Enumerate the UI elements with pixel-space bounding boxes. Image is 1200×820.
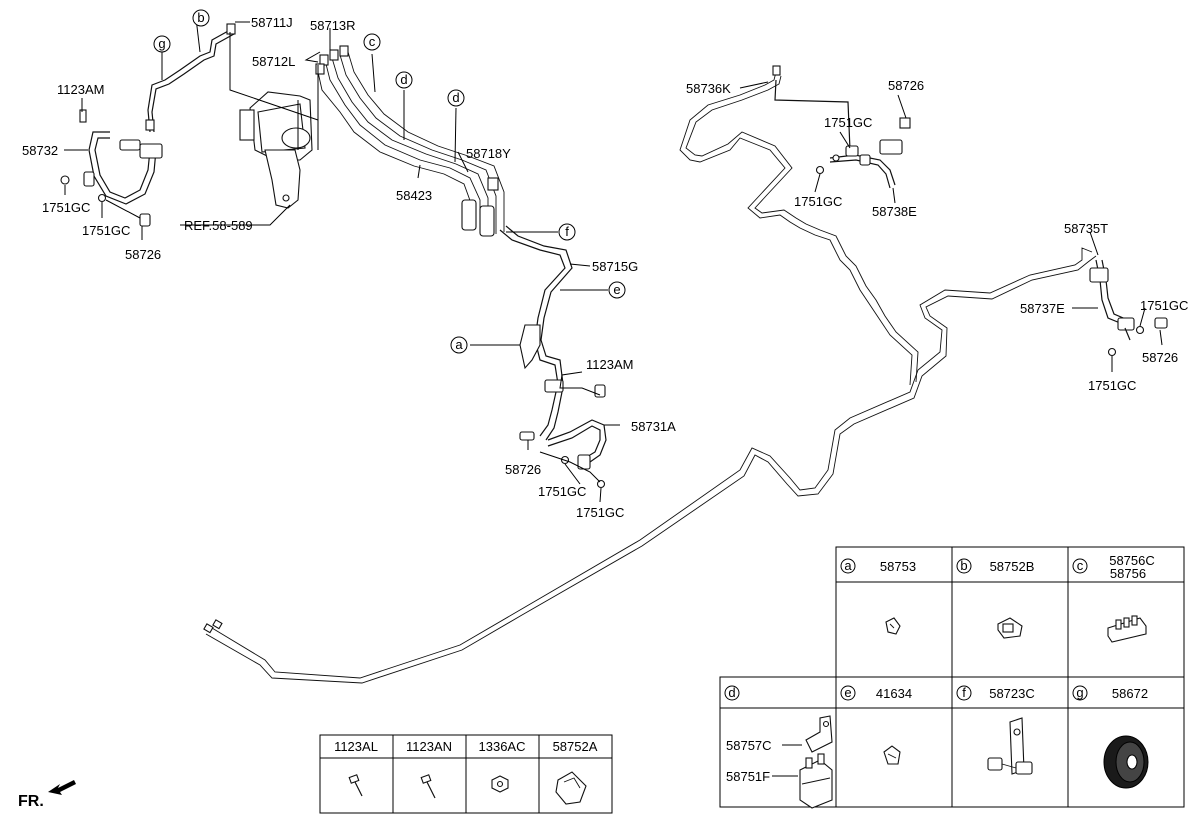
- label-58732: 58732: [22, 143, 58, 158]
- callout-b: b: [197, 10, 204, 25]
- label-58726-a: 58726: [125, 247, 161, 262]
- legend-letter-g: g: [1076, 685, 1083, 700]
- bolt-icon: [348, 774, 363, 797]
- label-58736K: 58736K: [686, 81, 731, 96]
- callout-g: g: [158, 36, 165, 51]
- label-1751GC-c: 1751GC: [538, 484, 586, 499]
- rear-right-line: [1089, 259, 1168, 357]
- label-58726-b: 58726: [505, 462, 541, 477]
- label-58715G: 58715G: [592, 259, 638, 274]
- label-58726-c: 58726: [888, 78, 924, 93]
- fastener-header-1123AL: 1123AL: [334, 739, 378, 754]
- label-58726-d: 58726: [1142, 350, 1178, 365]
- label-ref-58-589: REF.58-589: [184, 218, 253, 233]
- clip-58756C-icon: [1107, 615, 1147, 643]
- label-1751GC-e: 1751GC: [824, 115, 872, 130]
- legend-part-41634: 41634: [876, 686, 912, 701]
- label-1123AM-front-left: 1123AM: [57, 82, 104, 97]
- part-labels: 58711J 58713R 58712L 1123AM 58732 1751GC…: [22, 15, 1188, 520]
- legend-letter-d: d: [728, 685, 735, 700]
- clip-58753-icon: [885, 617, 901, 635]
- label-58712L: 58712L: [252, 54, 295, 69]
- clip-41634-icon: [883, 745, 901, 765]
- label-58731A: 58731A: [631, 419, 676, 434]
- legend-letter-c: c: [1077, 558, 1084, 573]
- legend-part-58756C: 58756C: [1109, 553, 1155, 568]
- label-58711J: 58711J: [251, 15, 293, 30]
- callout-a: a: [455, 337, 463, 352]
- label-1751GC-h: 1751GC: [1088, 378, 1136, 393]
- bolt-icon: [420, 774, 436, 799]
- label-58718Y: 58718Y: [466, 146, 511, 161]
- clip-58751F-icon: [799, 753, 833, 809]
- front-left-hose: [60, 109, 163, 227]
- legend-letter-f: f: [962, 685, 966, 700]
- legend-part-58752B: 58752B: [990, 559, 1035, 574]
- clip-58752B-icon: [997, 617, 1023, 639]
- abs-line-bundle: [315, 45, 505, 237]
- label-58423: 58423: [396, 188, 432, 203]
- fitting-58723C-icon: [987, 717, 1033, 775]
- callout-f: f: [565, 224, 569, 239]
- legend-letter-a: a: [844, 558, 852, 573]
- legend-part-58723C: 58723C: [989, 686, 1035, 701]
- label-1751GC-b: 1751GC: [82, 223, 130, 238]
- fastener-header-1123AN: 1123AN: [406, 739, 452, 754]
- legend-letter-b: b: [960, 558, 967, 573]
- legend-part-58757C: 58757C: [726, 738, 772, 753]
- callout-markers: b g c d d f e a: [153, 9, 626, 354]
- label-58737E: 58737E: [1020, 301, 1065, 316]
- legend-part-58753: 58753: [880, 559, 916, 574]
- front-direction-indicator: FR.: [18, 780, 76, 810]
- clip-icon: [555, 771, 587, 805]
- fastener-header-1336AC: 1336AC: [479, 739, 526, 754]
- bracket-58757C-icon: [805, 715, 833, 753]
- front-right-line: [499, 225, 573, 393]
- label-1751GC-a: 1751GC: [42, 200, 90, 215]
- label-58713R: 58713R: [310, 18, 356, 33]
- label-58735T: 58735T: [1064, 221, 1108, 236]
- fastener-header-58752A: 58752A: [553, 739, 598, 754]
- legend-table: a 58753 b 58752B c 58756C 58756 d 58757C…: [719, 546, 1185, 809]
- label-58738E: 58738E: [872, 204, 917, 219]
- main-brake-line: [203, 65, 1097, 684]
- legend-part-58756: 58756: [1110, 566, 1146, 581]
- front-arrow-icon: [48, 780, 76, 795]
- grommet-58672-icon: [1103, 735, 1149, 789]
- label-1751GC-d: 1751GC: [576, 505, 624, 520]
- label-1123AM-front-right: 1123AM: [586, 357, 633, 372]
- callout-d-1: d: [400, 72, 407, 87]
- callout-d-2: d: [452, 90, 459, 105]
- front-left-line: [145, 23, 236, 133]
- label-1751GC-f: 1751GC: [794, 194, 842, 209]
- callout-c: c: [369, 34, 376, 49]
- abs-module: [239, 91, 313, 209]
- legend-part-58751F: 58751F: [726, 769, 770, 784]
- legend-letter-e: e: [844, 685, 851, 700]
- front-label: FR.: [18, 793, 44, 810]
- leader-lines: [64, 17, 1163, 503]
- callout-e: e: [613, 282, 620, 297]
- rear-left-line: [774, 79, 911, 189]
- fastener-table: 1123AL 1123AN 1336AC 58752A: [319, 734, 613, 814]
- legend-part-58672: 58672: [1112, 686, 1148, 701]
- label-1751GC-g: 1751GC: [1140, 298, 1188, 313]
- nut-icon: [491, 775, 509, 793]
